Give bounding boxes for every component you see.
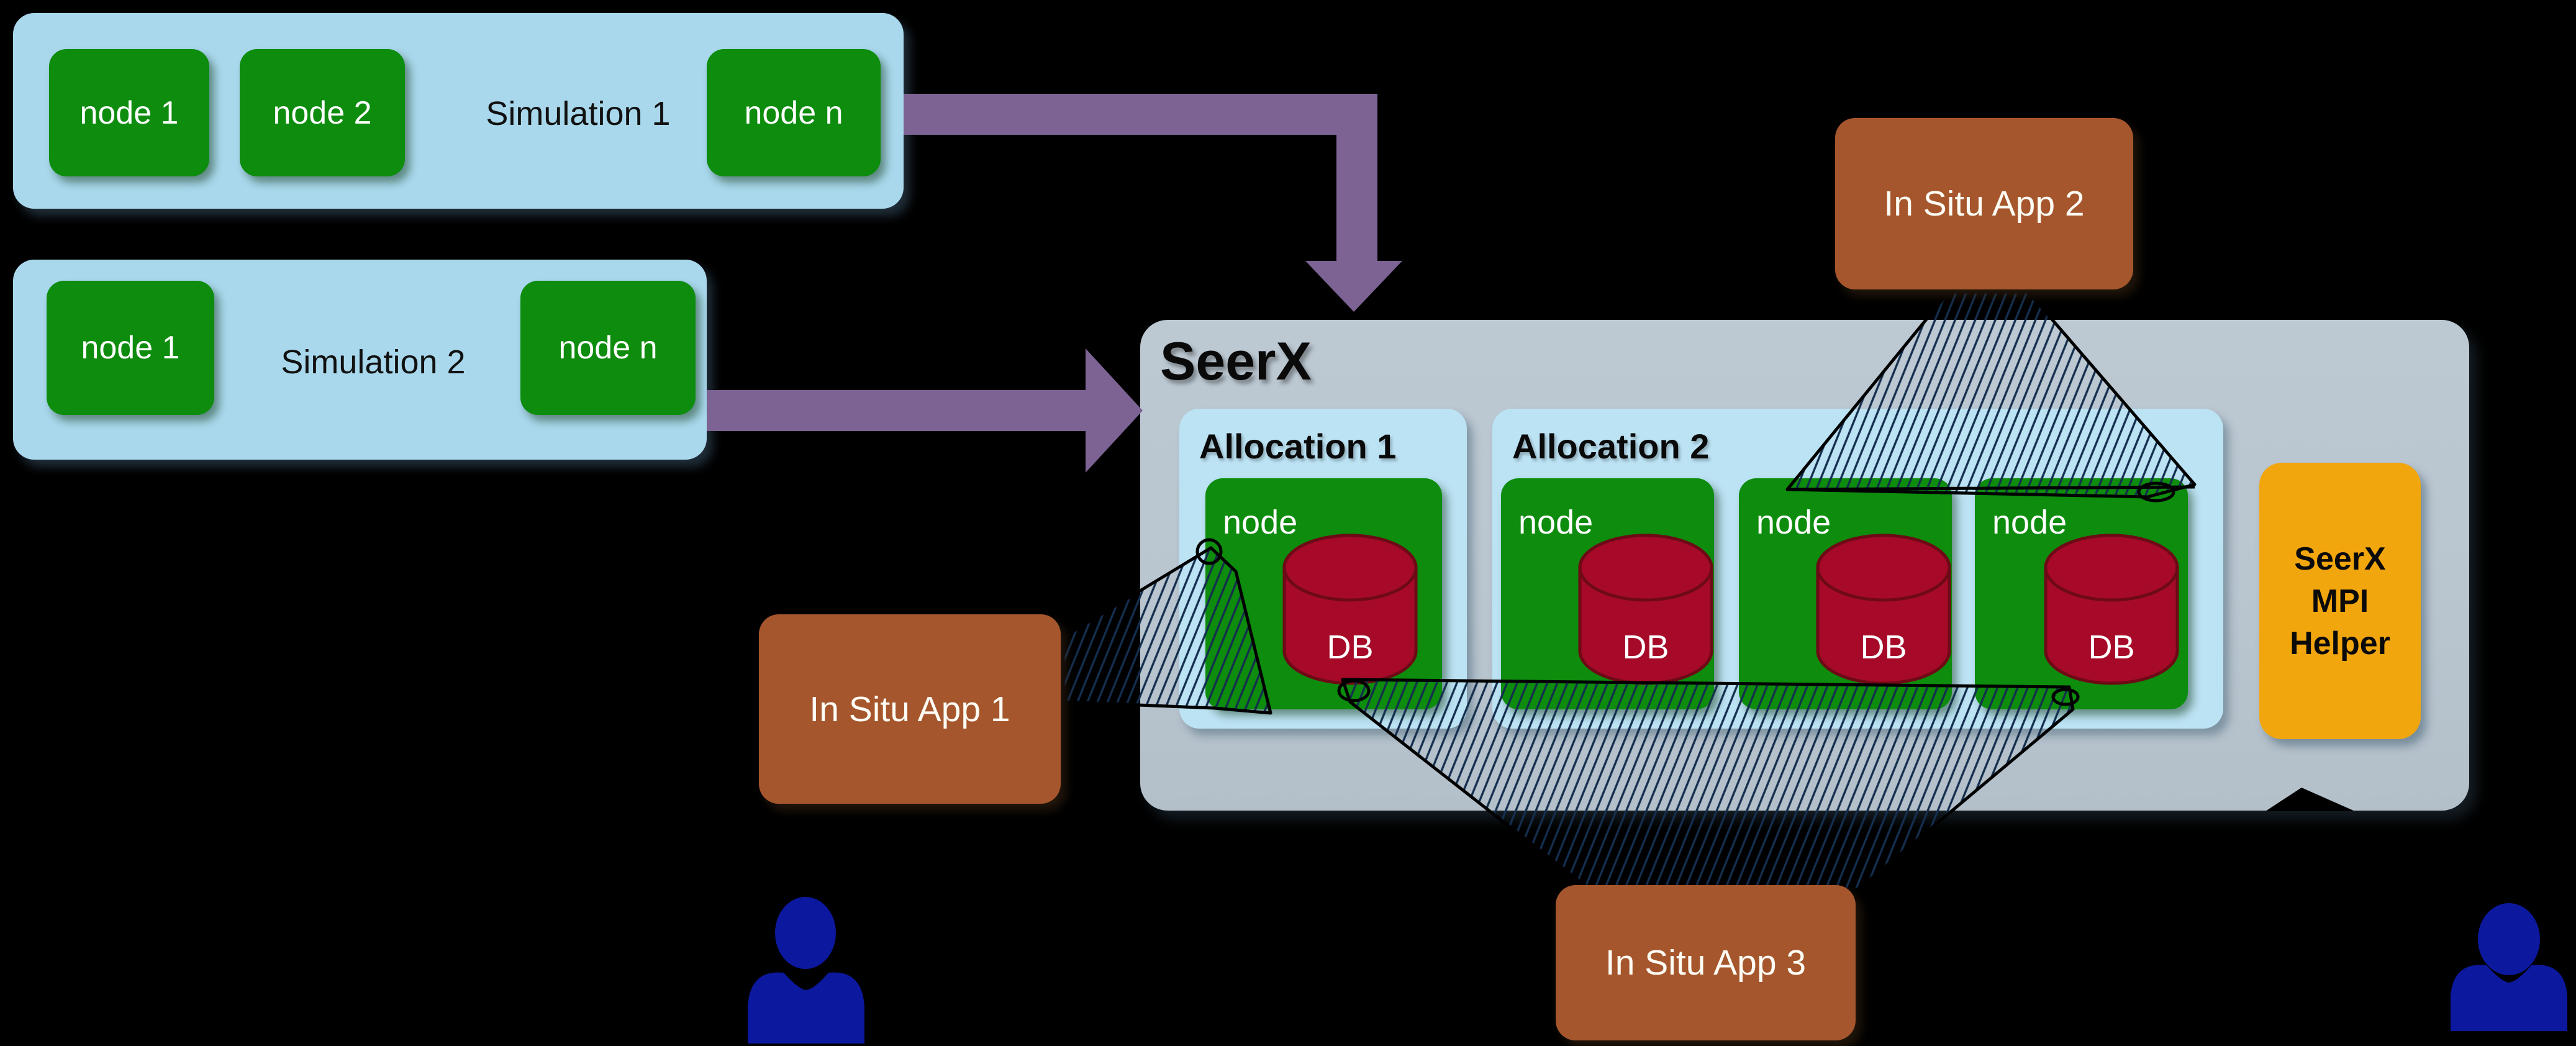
- person-icon: [748, 897, 864, 1044]
- simulation1-noden: node n: [707, 49, 881, 176]
- seerx-bottom-notch: [2265, 788, 2355, 811]
- flow-arrow-simulation1: [904, 94, 1402, 312]
- insitu-app1-label: In Situ App 1: [809, 689, 1010, 729]
- insitu-app3-label: In Situ App 3: [1605, 943, 1807, 983]
- mpi-helper-line: Helper: [2290, 625, 2390, 662]
- database-icon: DB: [1816, 534, 1951, 685]
- annotation-hatch-app1: [1061, 538, 1272, 715]
- simulation1-node2: node 2: [240, 49, 405, 176]
- insitu-app2-label: In Situ App 2: [1884, 184, 2085, 224]
- allocation2-label: Allocation 2: [1512, 427, 1710, 466]
- node-label: node: [1518, 504, 1594, 541]
- allocation1-label: Allocation 1: [1199, 427, 1397, 466]
- seerx-mpi-helper-box: SeerX MPI Helper: [2259, 463, 2421, 739]
- mpi-helper-line: SeerX: [2294, 540, 2386, 577]
- svg-text:DB: DB: [1327, 629, 1373, 666]
- insitu-app1-box: In Situ App 1: [759, 614, 1061, 804]
- simulation1-box: node 1 node 2 Simulation 1 node n: [13, 13, 904, 209]
- node-label: node n: [558, 330, 658, 366]
- person-icon: [2451, 903, 2567, 1031]
- insitu-app3-box: In Situ App 3: [1556, 885, 1856, 1040]
- simulation1-node1: node 1: [49, 49, 209, 176]
- annotation-hatch-app2: [1785, 290, 2197, 503]
- insitu-app2-box: In Situ App 2: [1835, 118, 2133, 289]
- database-icon: DB: [1282, 534, 1418, 685]
- simulation2-box: node 1 Simulation 2 node n: [13, 260, 707, 460]
- node-label: node 1: [81, 330, 180, 366]
- simulation2-noden: node n: [520, 281, 696, 415]
- simulation2-node1: node 1: [47, 281, 214, 415]
- svg-text:DB: DB: [1860, 629, 1907, 666]
- node-label: node n: [744, 94, 843, 131]
- node-label: node 1: [79, 94, 179, 131]
- mpi-helper-line: MPI: [2311, 583, 2369, 619]
- annotation-hatch-app3: [1337, 678, 2080, 891]
- flow-arrow-simulation2: [707, 348, 1143, 473]
- node-label: node 2: [273, 94, 372, 131]
- node-label: node: [1756, 504, 1831, 541]
- database-icon: DB: [1578, 534, 1713, 685]
- simulation1-label: Simulation 1: [486, 95, 671, 132]
- database-icon: DB: [2044, 534, 2179, 685]
- seerx-title: SeerX: [1160, 332, 1312, 391]
- node-label: node: [1223, 504, 1298, 541]
- svg-text:DB: DB: [2088, 629, 2134, 666]
- svg-text:DB: DB: [1622, 629, 1669, 666]
- node-label: node: [1992, 504, 2067, 541]
- simulation2-label: Simulation 2: [281, 343, 466, 381]
